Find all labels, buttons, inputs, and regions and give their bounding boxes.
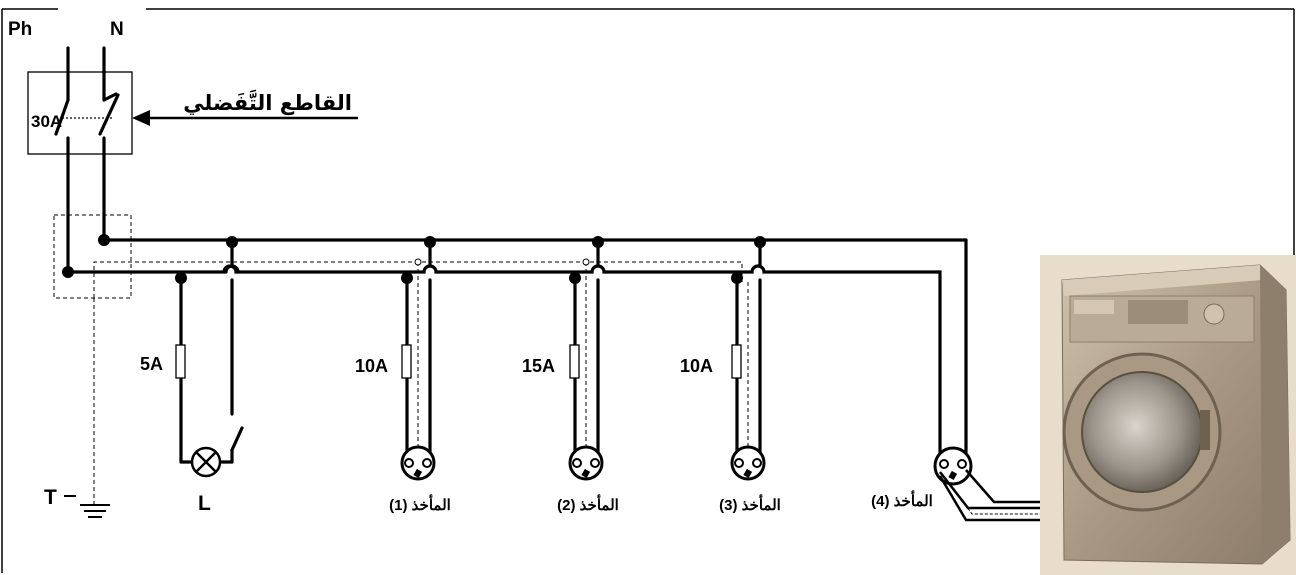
earth-symbol [64, 495, 110, 518]
outlet-2-label: المأخذ (2) [557, 494, 619, 514]
outlet-4-label: المأخذ (4) [871, 490, 933, 510]
outlet-3-fuse-rating: 10A [680, 356, 713, 376]
breaker-pointer-arrow [132, 110, 358, 126]
earth-label: T [44, 486, 57, 509]
differential-breaker: 30A [27, 46, 133, 274]
outlet-3-fuse [731, 344, 742, 379]
outlet-3-socket-icon [730, 445, 766, 481]
outlet-3-circuit [730, 236, 766, 481]
lamp-fuse-rating: 5A [140, 354, 163, 374]
phase-bus [62, 264, 942, 454]
washing-machine-icon [1040, 255, 1296, 575]
junction-box [53, 214, 132, 299]
lamp-fuse [175, 344, 186, 379]
breaker-rating: 30A [31, 112, 62, 131]
outlet-2-circuit [568, 236, 604, 481]
outlet-2-fuse-rating: 15A [522, 356, 555, 376]
outlet-3-label: المأخذ (3) [719, 494, 781, 514]
breaker-label: القاطع التَّفَضلي [183, 89, 352, 115]
lamp-circuit [175, 236, 244, 478]
outlet-1-fuse-rating: 10A [355, 356, 388, 376]
outlet-4-circuit [933, 446, 1048, 522]
phase-label: Ph [8, 19, 32, 40]
neutral-bus [98, 234, 968, 454]
outlet-4-socket-icon [933, 446, 973, 486]
neutral-label: N [110, 19, 124, 40]
outlet-2-fuse [569, 344, 580, 379]
outlet-1-circuit [400, 236, 436, 481]
outlet-2-socket-icon [568, 445, 604, 481]
outlet-1-fuse [401, 344, 412, 379]
lamp-label: L [198, 492, 211, 515]
outlet-1-socket-icon [400, 445, 436, 481]
outlet-1-label: المأخذ (1) [389, 494, 451, 514]
